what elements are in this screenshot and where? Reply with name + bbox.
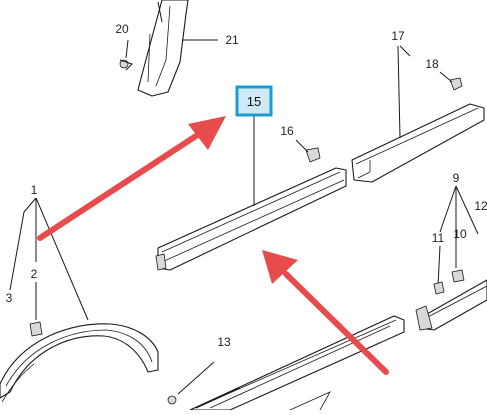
part-13-clip (167, 395, 177, 405)
part-1-wheel-arch (0, 197, 159, 403)
callout-2: 2 (31, 267, 38, 281)
part-15-moulding (155, 107, 347, 271)
callout-21: 21 (225, 33, 239, 47)
rocker-panel (177, 315, 405, 411)
callout-16: 16 (280, 124, 294, 138)
part-18-clip (439, 71, 463, 91)
indicator-arrow-upper (37, 116, 226, 241)
callout-1: 1 (31, 183, 38, 197)
part-17-moulding (351, 45, 485, 183)
callout-13: 13 (217, 335, 231, 349)
callout-18: 18 (425, 57, 439, 71)
part-9-lower-trim (415, 185, 487, 331)
indicator-arrow-lower (262, 250, 389, 375)
callout-17: 17 (391, 29, 405, 43)
callout-3: 3 (6, 291, 13, 305)
callout-10: 10 (453, 227, 467, 241)
callout-12: 12 (474, 199, 487, 213)
callout-15: 15 (247, 94, 261, 109)
part-20-clip (119, 1, 163, 71)
part-21-corner-trim (137, 0, 218, 97)
callout-9: 9 (453, 171, 460, 185)
part-16-clip (295, 139, 321, 163)
part-15-highlight[interactable]: 15 (235, 85, 273, 117)
callout-20: 20 (115, 22, 129, 36)
callout-11: 11 (432, 231, 445, 245)
